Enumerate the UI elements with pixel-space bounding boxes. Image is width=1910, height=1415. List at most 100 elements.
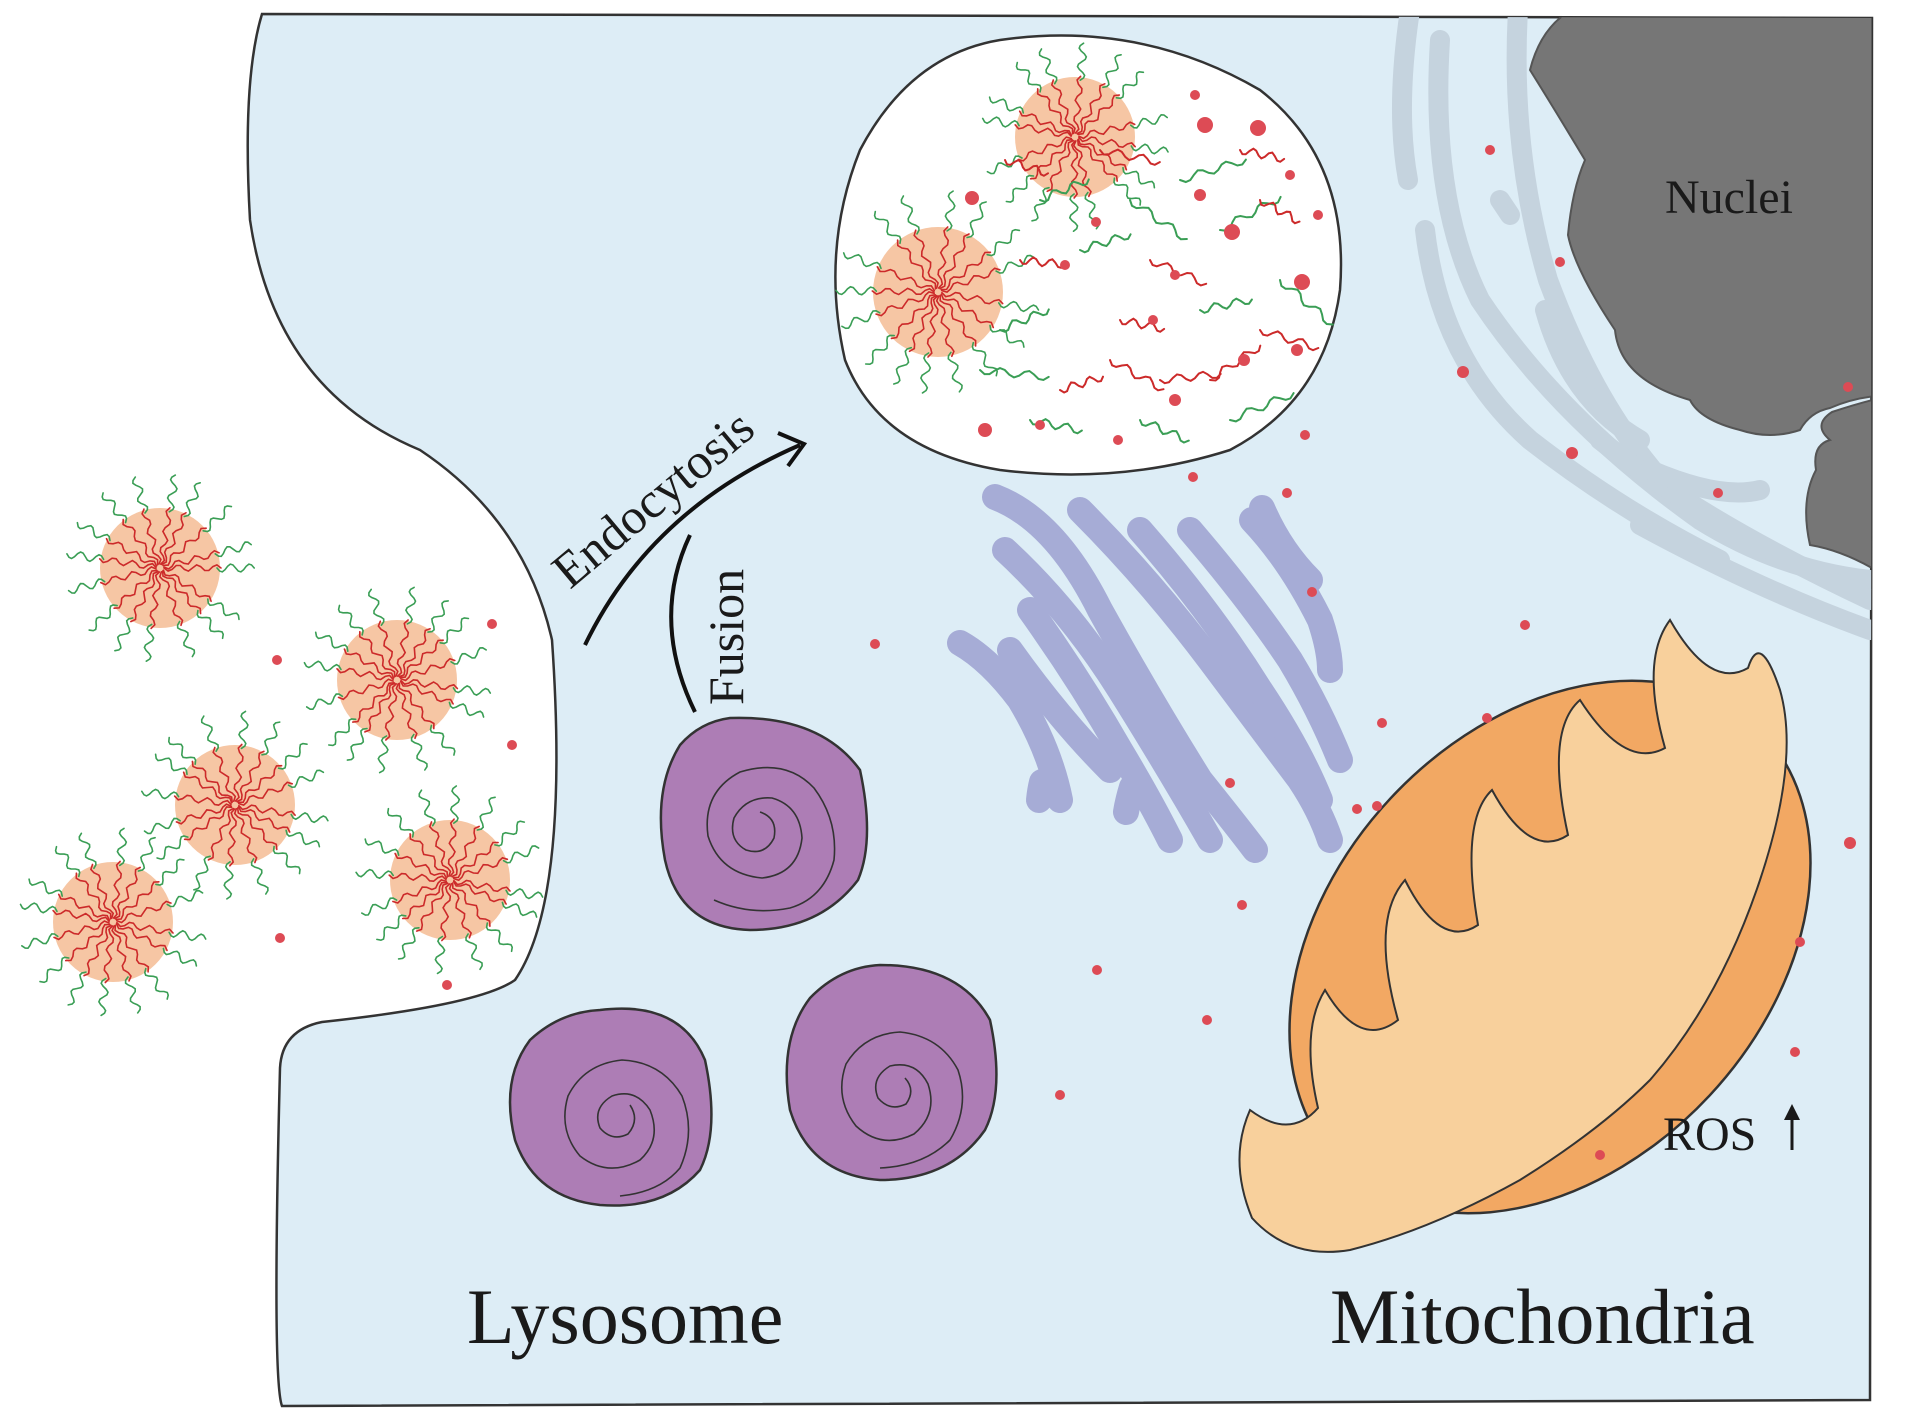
polymer-green-chain	[101, 492, 128, 524]
polymer-red-chain	[364, 682, 396, 733]
polymer-green-chain	[314, 631, 349, 652]
polymer-red-chain	[447, 818, 457, 877]
polymer-red-chain	[337, 678, 394, 701]
golgi-apparatus	[947, 484, 1353, 863]
polymer-red-chain	[149, 571, 161, 630]
endocytosis-arrow	[583, 443, 801, 646]
polymer-red-chain	[428, 821, 452, 877]
polymer-red-chain	[64, 923, 111, 962]
polymer-red-chain	[926, 295, 939, 358]
drug-dot	[1713, 488, 1723, 498]
polymer-green-chain	[989, 324, 1025, 348]
polymer-green-chain	[277, 742, 308, 770]
polymer-green-chain	[501, 901, 538, 918]
drug-dot	[1202, 1015, 1212, 1025]
polymer-red-chain	[236, 807, 278, 851]
drug-dot	[1113, 435, 1123, 445]
polymer-green-chain	[114, 617, 134, 652]
polymer-red-chain	[1014, 124, 1072, 138]
polymer-red-chain	[890, 294, 936, 340]
polymer-green-chain	[998, 300, 1040, 313]
drug-dot	[1294, 274, 1310, 290]
polymer-green-chain	[166, 474, 178, 513]
polymer-green-chain	[1038, 48, 1058, 85]
polymer-green-chain	[1031, 186, 1050, 222]
drug-dot	[1790, 1047, 1800, 1057]
free-polymer-chains	[979, 147, 1334, 444]
polymer-red-chain	[163, 563, 222, 573]
polymer-red-chain	[896, 239, 937, 290]
polymer-red-chain	[400, 657, 456, 682]
polymer-green-chain	[214, 541, 252, 558]
polymer-green-chain	[966, 201, 987, 239]
polymer-green-chain	[216, 563, 255, 573]
polymer-red-chain	[395, 683, 418, 740]
lysosome-label: Lysosome	[467, 1273, 783, 1360]
polymer-red-chain	[392, 878, 448, 904]
polymer-red-chain	[237, 764, 283, 804]
drug-dot	[1485, 145, 1495, 155]
micelle-core	[390, 820, 510, 940]
polymer-green-chain	[305, 693, 344, 710]
polymer-green-chain	[141, 788, 180, 800]
polymer-green-chain	[355, 868, 394, 880]
polymer-green-chain	[1115, 70, 1145, 100]
micelle-core	[53, 862, 173, 982]
polymer-red-chain	[207, 807, 235, 861]
polymer-red-chain	[1077, 139, 1118, 182]
drug-dot	[1313, 210, 1323, 220]
polymer-green-chain	[67, 971, 87, 1006]
polymer-green-chain	[1068, 193, 1079, 232]
polymer-red-chain	[343, 648, 395, 679]
polymer-green-chain	[98, 977, 109, 1017]
polymer-red-chain	[141, 508, 162, 565]
drug-dot	[1566, 447, 1578, 459]
polymer-red-chain	[394, 852, 448, 880]
polymer-green-chain	[124, 976, 141, 1014]
drug-dot	[1372, 801, 1382, 811]
polymer-green-chain	[1130, 113, 1168, 129]
free-polymer-chain	[1229, 392, 1295, 423]
free-polymer-chain	[1099, 148, 1161, 166]
polymer-green-chain	[1102, 54, 1122, 89]
polymer-red-chain	[399, 680, 454, 705]
polymer-red-chain	[940, 251, 992, 291]
polymer-red-chain	[939, 294, 977, 347]
spiral-icon	[564, 1059, 690, 1197]
polymer-green-chain	[287, 769, 325, 789]
micelle-core	[100, 508, 220, 628]
polymer-green-chain	[19, 902, 58, 914]
polymer-red-chain	[388, 872, 447, 883]
polymer-red-chain	[159, 507, 172, 565]
polymer-red-chain	[409, 833, 449, 878]
polymer-green-chain	[873, 210, 902, 245]
polymer-green-chain	[167, 736, 197, 765]
mitochondrion	[1238, 618, 1812, 1253]
spiral-icon	[840, 1031, 964, 1169]
polymer-green-chain	[981, 116, 1020, 128]
polymer-red-chain	[1050, 79, 1076, 135]
polymer-green-chain	[476, 796, 496, 831]
polymer-red-chain	[115, 923, 168, 952]
polymer-red-chain	[233, 743, 244, 802]
endosome	[834, 34, 1343, 476]
polymer-green-chain	[162, 947, 198, 967]
polymer-red-chain	[183, 806, 233, 841]
drug-dot	[965, 191, 979, 205]
drug-dot	[1795, 937, 1805, 947]
drug-dot	[1457, 366, 1469, 378]
drug-dot	[1148, 315, 1158, 325]
drug-dot	[1482, 713, 1492, 723]
polymer-red-chain	[398, 628, 431, 678]
endoplasmic-reticulum	[1392, 14, 1873, 640]
polymer-red-chain	[113, 569, 158, 609]
polymer-green-chain	[900, 195, 920, 235]
drug-dot	[1285, 170, 1295, 180]
polymer-green-chain	[200, 715, 220, 752]
mitochondria-label: Mitochondria	[1330, 1273, 1755, 1360]
polymer-red-chain	[236, 750, 265, 803]
polymer-red-chain	[116, 921, 174, 935]
polymer-green-chain	[143, 817, 181, 835]
polymer-green-chain	[154, 753, 188, 776]
